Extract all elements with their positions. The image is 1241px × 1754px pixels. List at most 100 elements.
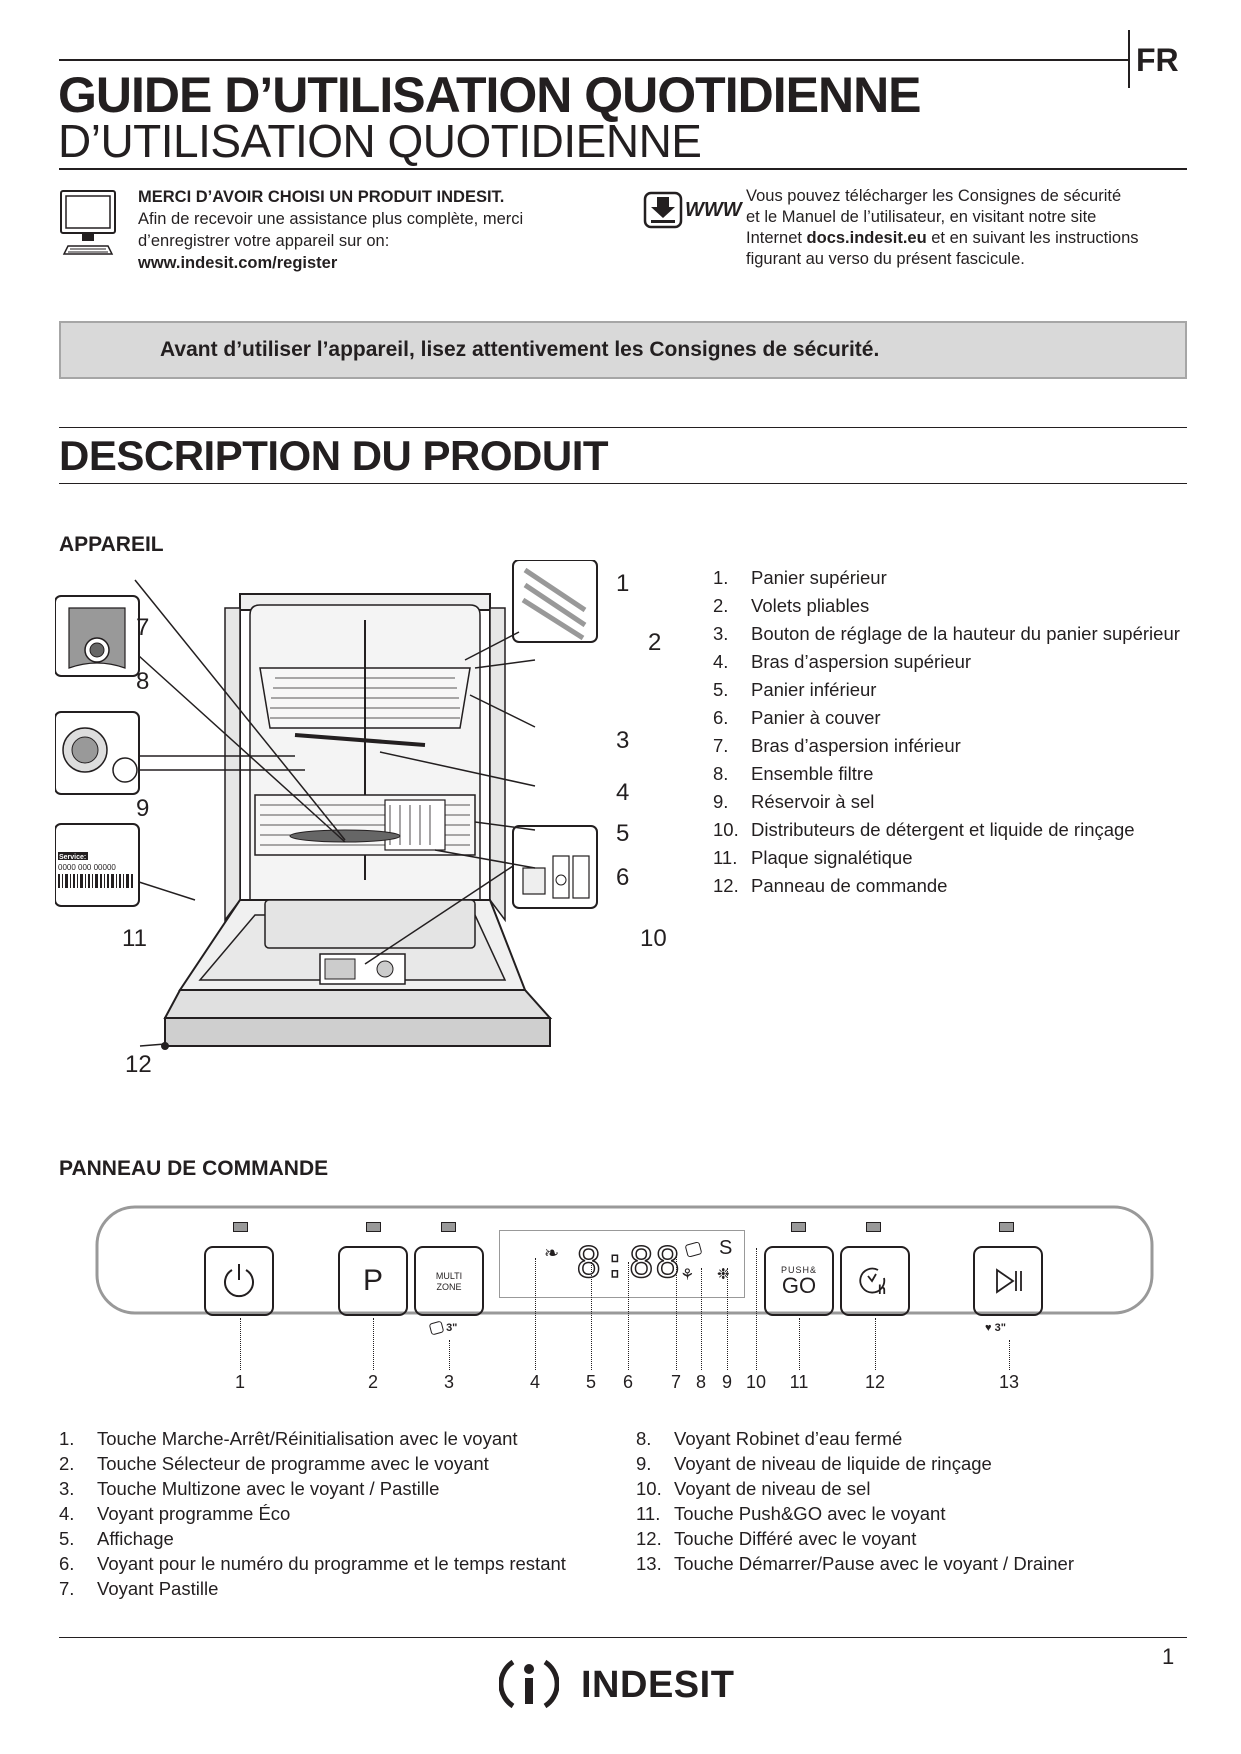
dotted-leader	[1009, 1340, 1010, 1370]
list-number: 13.	[636, 1553, 662, 1574]
list-number: 6.	[59, 1553, 75, 1574]
register-link[interactable]: www.indesit.com/register	[138, 254, 338, 272]
section-rule-top	[59, 427, 1187, 428]
program-button-label: P	[362, 1264, 383, 1297]
list-text: Touche Push&GO avec le voyant	[674, 1503, 946, 1524]
list-text: Touche Différé avec le voyant	[674, 1528, 917, 1549]
appareil-list-item: 3.Bouton de réglage de la hauteur du pan…	[713, 620, 1193, 648]
control-panel-list-item: 11. Touche Push&GO avec le voyant	[636, 1501, 1196, 1526]
appareil-list-item: 9.Réservoir à sel	[713, 788, 1193, 816]
indesit-wordmark: indesit	[581, 1664, 735, 1706]
appareil-heading: APPAREIL	[59, 533, 164, 556]
appareil-list-item: 6.Panier à couver	[713, 704, 1193, 732]
list-text: Panier à couver	[751, 707, 881, 728]
safety-notice-text: Avant d’utiliser l’appareil, lisez atten…	[160, 338, 880, 361]
control-panel-list-item: 1.Touche Marche-Arrêt/Réinitialisation a…	[59, 1426, 639, 1451]
diagram-number: 8	[136, 668, 150, 695]
lang-divider	[1128, 30, 1130, 88]
diagram-number: 6	[616, 864, 630, 891]
drain-hint: ♥ 3"	[985, 1322, 1006, 1334]
intro-right-line: et le Manuel de l’utilisateur, en visita…	[746, 208, 1097, 226]
intro-right: Vous pouvez télécharger les Consignes de…	[746, 186, 1196, 270]
panel-number: 9	[721, 1372, 732, 1392]
start-pause-button[interactable]	[973, 1246, 1043, 1316]
svg-text:h: h	[878, 1282, 886, 1297]
list-number: 11.	[713, 847, 738, 868]
footer-rule	[59, 1637, 1187, 1638]
control-panel-list-item: 12.Touche Différé avec le voyant	[636, 1526, 1196, 1551]
computer-icon	[60, 190, 116, 255]
dotted-leader	[535, 1258, 536, 1370]
control-panel-heading: PANNEAU DE COMMANDE	[59, 1157, 329, 1180]
program-button[interactable]: P	[338, 1246, 408, 1316]
panel-number: 3	[443, 1372, 454, 1392]
download-icon: WWW	[643, 191, 742, 231]
drain-icon: ♥	[985, 1322, 992, 1334]
panel-number: 2	[367, 1372, 378, 1392]
list-number: 5.	[59, 1528, 75, 1549]
control-panel-list-item: 10.Voyant de niveau de sel	[636, 1476, 1196, 1501]
list-number: 10.	[636, 1478, 662, 1499]
intro-right-line: figurant au verso du présent fascicule.	[746, 250, 1025, 268]
list-number: 10.	[713, 819, 739, 840]
led-indicator	[441, 1222, 456, 1232]
dotted-leader	[628, 1262, 629, 1370]
list-text: Voyant pour le numéro du programme et le…	[97, 1553, 566, 1574]
text: Internet	[746, 229, 807, 247]
text: et en suivant les instructions	[926, 229, 1139, 247]
section-rule-bottom	[59, 483, 1187, 484]
safety-notice: Avant d’utiliser l’appareil, lisez atten…	[59, 321, 1187, 379]
list-number: 4.	[59, 1503, 75, 1524]
delay-button[interactable]: h	[840, 1246, 910, 1316]
diagram-number: 4	[616, 779, 630, 806]
dotted-leader	[449, 1340, 450, 1370]
diagram-number: 10	[640, 925, 667, 952]
led-indicator	[791, 1222, 806, 1232]
tablet-icon	[428, 1320, 445, 1336]
list-number: 8.	[636, 1428, 652, 1449]
list-text: Panier inférieur	[751, 679, 877, 700]
appareil-list-item: 7.Bras d’aspersion inférieur	[713, 732, 1193, 760]
list-text: Affichage	[97, 1528, 174, 1549]
diagram-number: 2	[648, 629, 662, 656]
diagram-number: 12	[125, 1051, 152, 1078]
control-panel	[95, 1205, 1154, 1315]
panel-number: 8	[695, 1372, 706, 1392]
multizone-button[interactable]: MULTI ZONE	[414, 1246, 484, 1316]
drain-hint-label: 3"	[994, 1322, 1006, 1334]
page-title: GUIDE D’UTILISATION QUOTIDIENNE	[58, 67, 922, 123]
list-number: 11.	[636, 1503, 661, 1524]
intro-line: d’enregistrer votre appareil sur on:	[138, 232, 390, 250]
list-text: Voyant Robinet d’eau fermé	[674, 1428, 903, 1449]
control-panel-list-item: 13. Touche Démarrer/Pause avec le voyant …	[636, 1551, 1196, 1576]
panel-number: 10	[745, 1372, 767, 1392]
intro-right-line: Internet docs.indesit.eu et en suivant l…	[746, 228, 1196, 249]
tablet-hint: 3"	[428, 1320, 457, 1336]
dotted-leader	[756, 1248, 757, 1370]
appareil-list-item: 8.Ensemble filtre	[713, 760, 1193, 788]
appareil-list-item: 5.Panier inférieur	[713, 676, 1193, 704]
title-rule	[59, 168, 1187, 170]
docs-link[interactable]: docs.indesit.eu	[806, 229, 927, 247]
push-go-button[interactable]: PUSH& GO	[764, 1246, 834, 1316]
list-text: Touche Démarrer/Pause avec le voyant / D…	[674, 1553, 1074, 1574]
control-panel-list-item: 6. Voyant pour le numéro du programme et …	[59, 1551, 639, 1576]
dotted-leader	[799, 1318, 800, 1370]
led-indicator	[366, 1222, 381, 1232]
panel-number: 13	[998, 1372, 1020, 1392]
power-button[interactable]	[204, 1246, 274, 1316]
list-text: Touche Multizone avec le voyant / Pastil…	[97, 1478, 440, 1499]
appareil-list-item: 11.Plaque signalétique	[713, 844, 1193, 872]
multizone-label: ZONE	[436, 1282, 462, 1292]
list-text: Ensemble filtre	[751, 763, 874, 784]
diagram-number: 1	[616, 570, 630, 597]
diagram-number: 3	[616, 727, 630, 754]
panel-number: 12	[864, 1372, 886, 1392]
list-number: 12.	[713, 875, 739, 896]
list-text: Voyant Pastille	[97, 1578, 219, 1599]
appareil-list-item: 4.Bras d’aspersion supérieur	[713, 648, 1193, 676]
control-panel-list-item: 2.Touche Sélecteur de programme avec le …	[59, 1451, 639, 1476]
panel-number: 7	[670, 1372, 681, 1392]
led-indicator	[999, 1222, 1014, 1232]
list-text: Voyant de niveau de liquide de rinçage	[674, 1453, 992, 1474]
